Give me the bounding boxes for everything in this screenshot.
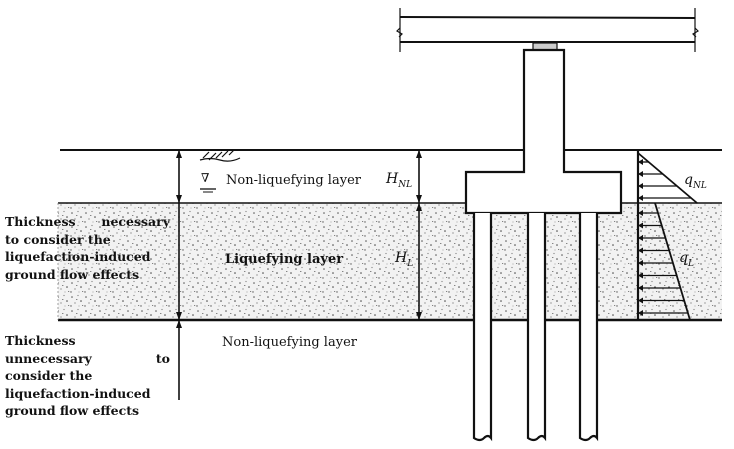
pile-1	[472, 213, 493, 442]
pressure-arrowhead	[638, 247, 643, 254]
note-line: ground flow effects	[5, 403, 140, 418]
ground-hatch-icon	[199, 149, 241, 162]
pile-2	[526, 213, 547, 442]
pressure-arrowhead	[638, 297, 643, 304]
pile-3	[578, 213, 599, 442]
pressure-arrowhead	[638, 310, 643, 316]
liquefying-layer-band	[58, 203, 722, 320]
pressure-arrowhead	[638, 222, 643, 229]
symbol-q-l-sub: L	[687, 258, 694, 269]
pier-and-footing	[464, 48, 623, 215]
q-nl-triangle-edge	[637, 152, 698, 204]
pressure-arrowhead	[638, 272, 643, 279]
symbol-q-nl-main: q	[684, 172, 693, 188]
symbol-q-nl-sub: NL	[692, 180, 707, 191]
pressure-arrowhead	[638, 210, 643, 216]
symbol-h-nl-main: H	[386, 171, 399, 187]
label-liquefying: Liquefying layer	[225, 252, 344, 267]
symbol-h-l: HL	[395, 250, 413, 269]
symbol-h-nl: HNL	[386, 171, 412, 190]
note-line: liquefaction-induced	[5, 249, 151, 264]
note-line: ground flow effects	[5, 266, 140, 282]
pressure-arrowhead	[638, 171, 643, 177]
note-line: unnecessary to	[5, 350, 170, 366]
symbol-h-nl-sub: NL	[398, 179, 413, 190]
note-line: to consider the	[5, 231, 111, 247]
symbol-h-l-sub: L	[407, 258, 414, 269]
symbol-q-l-main: q	[679, 250, 688, 266]
water-table-icon: ∇	[201, 171, 210, 185]
pressure-arrowhead	[638, 285, 643, 291]
bridge-girder	[396, 8, 699, 52]
symbol-h-l-main: H	[395, 250, 408, 266]
note-thickness-unnecessary: Thickness unnecessary to consider the li…	[5, 332, 170, 420]
note-thickness-necessary: Thickness necessary to consider the liqu…	[5, 213, 170, 283]
note-line: consider the	[5, 368, 93, 383]
label-non-liquefying-top: Non-liquefying layer	[226, 173, 361, 188]
note-line: Thickness necessary	[5, 214, 170, 229]
symbol-q-nl: qNL	[684, 172, 707, 191]
pressure-arrowhead	[638, 159, 643, 165]
pressure-arrowhead	[638, 183, 643, 189]
pressure-arrowhead	[638, 235, 643, 241]
piles	[472, 213, 599, 442]
note-line: Thickness	[5, 333, 76, 348]
pressure-arrowhead	[638, 195, 643, 201]
note-line: liquefaction-induced	[5, 385, 151, 401]
label-non-liquefying-bottom: Non-liquefying layer	[222, 335, 357, 350]
symbol-q-l: qL	[679, 250, 694, 269]
pressure-arrows	[638, 159, 692, 316]
pressure-arrowhead	[638, 260, 643, 266]
